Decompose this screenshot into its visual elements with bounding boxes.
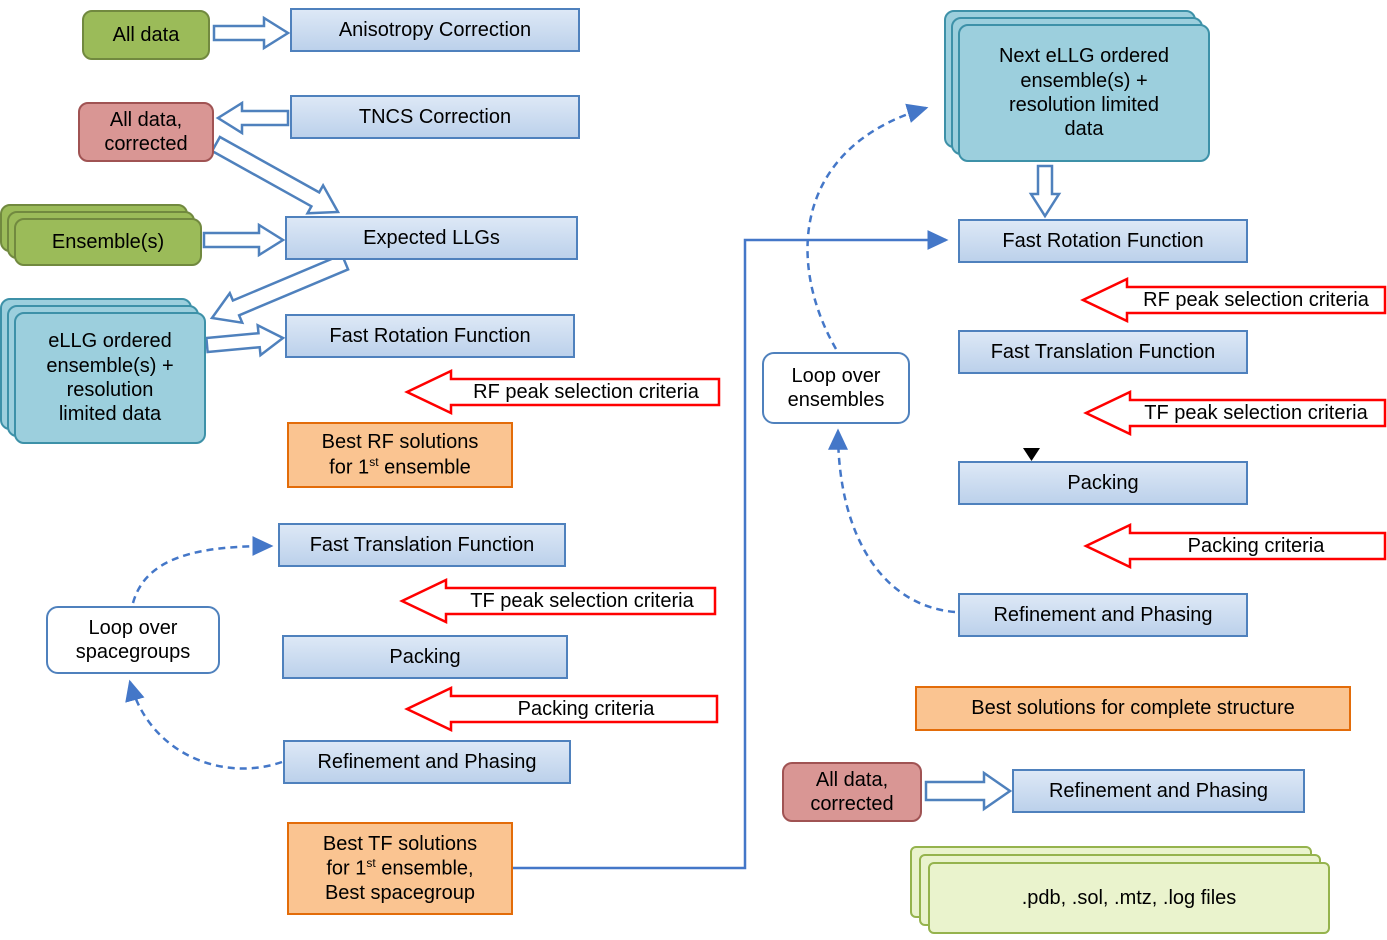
connector-besttf-to-fast-rotation-right xyxy=(513,230,949,870)
node-all-data-corrected-right: All data, corrected xyxy=(782,762,922,822)
node-next-ellg-ordered: Next eLLG ordered ensemble(s) + resoluti… xyxy=(958,24,1210,162)
node-fast-translation-right: Fast Translation Function xyxy=(958,330,1248,374)
node-all-data-corrected-left: All data, corrected xyxy=(78,102,214,162)
best-tf-line3: Best spacegroup xyxy=(324,882,476,905)
node-best-tf-solutions: Best TF solutions for 1st ensemble, Best… xyxy=(287,822,513,915)
best-rf-line2-post: ensemble xyxy=(378,456,471,479)
node-fast-translation-left: Fast Translation Function xyxy=(278,523,566,567)
node-expected-llgs: Expected LLGs xyxy=(285,216,578,260)
label-tf-criteria-right: TF peak selection criteria xyxy=(1144,402,1368,424)
loop-arrow-spacegroups-to-fast-translation xyxy=(131,536,274,604)
node-tncs-correction: TNCS Correction xyxy=(290,95,580,139)
label-packing-criteria-left: Packing criteria xyxy=(517,698,655,720)
best-rf-line1: Best RF solutions xyxy=(321,431,479,454)
node-output-files: .pdb, .sol, .mtz, .log files xyxy=(928,862,1330,934)
arrow-next-ellg-to-fast-rotation-right xyxy=(1028,164,1062,219)
arrowhead-translation-to-packing-right xyxy=(1023,448,1040,461)
node-ensembles: Ensemble(s) xyxy=(14,218,202,266)
node-packing-right: Packing xyxy=(958,461,1248,505)
node-loop-ensembles: Loop over ensembles xyxy=(762,352,910,424)
node-packing-left: Packing xyxy=(282,635,568,679)
arrow-alldata-corrected-to-final-refinement xyxy=(924,770,1013,812)
best-tf-text: Best TF solutions for 1st ensemble, Best… xyxy=(323,832,477,906)
arrow-ensembles-to-expected-llgs xyxy=(202,222,286,258)
best-rf-line2-pre: for 1 xyxy=(329,456,370,479)
node-fast-rotation-left: Fast Rotation Function xyxy=(285,314,575,358)
label-tf-criteria-left: TF peak selection criteria xyxy=(470,590,694,612)
node-best-rf-solutions: Best RF solutions for 1st ensemble xyxy=(287,422,513,488)
best-tf-line2-post: ensemble, xyxy=(375,857,474,880)
node-best-solutions-complete: Best solutions for complete structure xyxy=(915,686,1351,731)
best-rf-text: Best RF solutions for 1st ensemble xyxy=(322,430,479,479)
best-tf-line2-pre: for 1 xyxy=(326,857,367,880)
arrow-rf-criteria-right xyxy=(1080,277,1387,323)
arrow-packing-criteria-right xyxy=(1083,523,1387,569)
loop-arrow-refinement-to-ensembles xyxy=(828,428,956,614)
arrow-tncs-to-alldata-corrected xyxy=(215,100,290,136)
loop-arrow-refinement-to-spacegroups xyxy=(125,679,283,770)
node-fast-rotation-right: Fast Rotation Function xyxy=(958,219,1248,263)
label-rf-criteria-left: RF peak selection criteria xyxy=(473,381,699,403)
label-rf-criteria-right: RF peak selection criteria xyxy=(1143,289,1369,311)
arrow-rf-criteria-left xyxy=(404,369,721,415)
loop-arrow-ensembles-to-next-ellg xyxy=(806,103,929,350)
node-final-refinement: Refinement and Phasing xyxy=(1012,769,1305,813)
label-packing-criteria-right: Packing criteria xyxy=(1187,535,1325,557)
best-tf-line1: Best TF solutions xyxy=(322,832,478,855)
arrow-tf-criteria-right xyxy=(1083,390,1387,436)
node-anisotropy-correction: Anisotropy Correction xyxy=(290,8,580,52)
arrow-ellg-ordered-to-fast-rotation xyxy=(205,323,286,358)
arrow-expected-llgs-to-ellg-ordered xyxy=(209,252,350,325)
node-refinement-right: Refinement and Phasing xyxy=(958,593,1248,637)
arrow-tf-criteria-left xyxy=(399,578,717,624)
best-rf-line2-sup: st xyxy=(369,454,379,469)
arrow-packing-criteria-left xyxy=(404,686,719,732)
node-loop-spacegroups: Loop over spacegroups xyxy=(46,606,220,674)
best-tf-line2-sup: st xyxy=(366,855,376,870)
arrow-alldata-to-anisotropy xyxy=(212,15,291,51)
node-ellg-ordered: eLLG ordered ensemble(s) + resolution li… xyxy=(14,312,206,444)
node-all-data: All data xyxy=(82,10,210,60)
arrow-alldata-corrected-to-expected-llgs xyxy=(210,135,341,215)
node-refinement-left: Refinement and Phasing xyxy=(283,740,571,784)
